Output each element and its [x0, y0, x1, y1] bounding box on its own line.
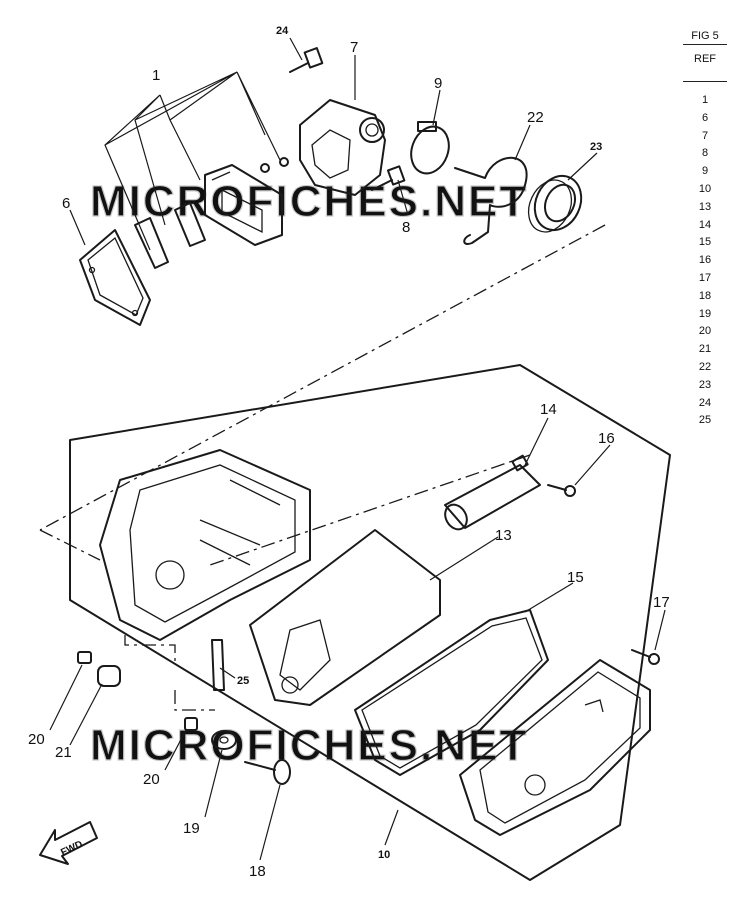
callout-7: 7	[350, 39, 358, 56]
ref-item: 22	[698, 360, 712, 373]
ref-item: 7	[701, 129, 709, 142]
filter-plate-part-13	[249, 529, 441, 706]
ref-item: 19	[698, 307, 712, 320]
callout-22: 22	[527, 109, 544, 126]
callout-24: 24	[276, 25, 289, 37]
ref-item: 17	[698, 271, 712, 284]
gasket-part-6	[79, 229, 151, 326]
callout-21: 21	[55, 744, 72, 761]
hose-part-25	[211, 639, 225, 691]
screw-part-16	[547, 484, 576, 497]
ref-item: 8	[701, 147, 709, 160]
seal-ring-inner	[361, 617, 543, 769]
callout-23: 23	[590, 141, 602, 153]
callout-18: 18	[249, 863, 266, 880]
fwd-arrow: FWD	[39, 821, 98, 865]
cap-part-20-bottom	[184, 717, 198, 731]
small-screws-part-1	[260, 157, 289, 173]
plug-part-21	[97, 665, 121, 687]
reed-petals	[134, 202, 206, 269]
air-filter-case-part-10	[99, 449, 311, 641]
callout-9: 9	[434, 75, 442, 92]
spring-part-22	[454, 156, 528, 245]
ref-item: 20	[698, 325, 712, 338]
ref-item: 14	[698, 218, 712, 231]
assembly-outline	[69, 364, 671, 881]
ref-item: 13	[698, 200, 712, 213]
watermark-top: MICROFICHES.NET	[90, 177, 528, 226]
centerline-upper	[39, 224, 606, 531]
ref-header: REF	[683, 53, 727, 82]
bolt-part-24	[289, 47, 324, 73]
callout-19: 19	[183, 820, 200, 837]
leader-lines	[49, 37, 666, 861]
screw-part-17	[631, 649, 660, 665]
callout-20-top: 20	[28, 731, 45, 748]
callout-1: 1	[152, 67, 160, 84]
callout-15: 15	[567, 569, 584, 586]
duct-part-14	[444, 454, 541, 531]
ref-item: 6	[701, 111, 709, 124]
ref-item: 9	[701, 165, 709, 178]
cap-part-20-top	[77, 651, 92, 664]
centerline-lower	[39, 529, 101, 561]
ref-item: 16	[698, 254, 712, 267]
reed-valve-block	[204, 164, 283, 246]
ref-item: 15	[698, 236, 712, 249]
callout-13: 13	[495, 527, 512, 544]
seal-ring-part-15	[354, 609, 549, 776]
callout-10: 10	[378, 849, 390, 861]
washer-part-19	[211, 730, 237, 750]
fwd-label: FWD	[59, 839, 84, 859]
callout-6: 6	[62, 195, 70, 212]
ref-item: 18	[698, 289, 712, 302]
ref-item: 23	[698, 378, 712, 391]
clamp-part-9	[410, 121, 450, 175]
exploded-parts-diagram: MICROFICHES.NET MICROFICHES.NET	[28, 25, 671, 881]
bolt-part-18	[244, 759, 291, 785]
reed-leader-lines	[104, 71, 281, 251]
callout-25: 25	[237, 675, 249, 687]
callout-16: 16	[598, 430, 615, 447]
callout-14: 14	[540, 401, 557, 418]
callout-8: 8	[402, 219, 410, 236]
centerline-rear	[209, 454, 531, 566]
callout-20-bottom: 20	[143, 771, 160, 788]
intake-manifold-part-7	[299, 99, 386, 196]
bracket-lines	[124, 635, 215, 711]
ref-item: 1	[701, 94, 709, 106]
ref-item: 24	[698, 396, 712, 409]
joint-part-23	[527, 174, 583, 233]
air-filter-cover	[459, 659, 651, 836]
ref-item: 21	[698, 343, 712, 356]
ref-item: 10	[698, 182, 712, 195]
figure-label: FIG 5	[683, 30, 727, 45]
ref-item: 25	[698, 414, 712, 427]
callout-17: 17	[653, 594, 670, 611]
